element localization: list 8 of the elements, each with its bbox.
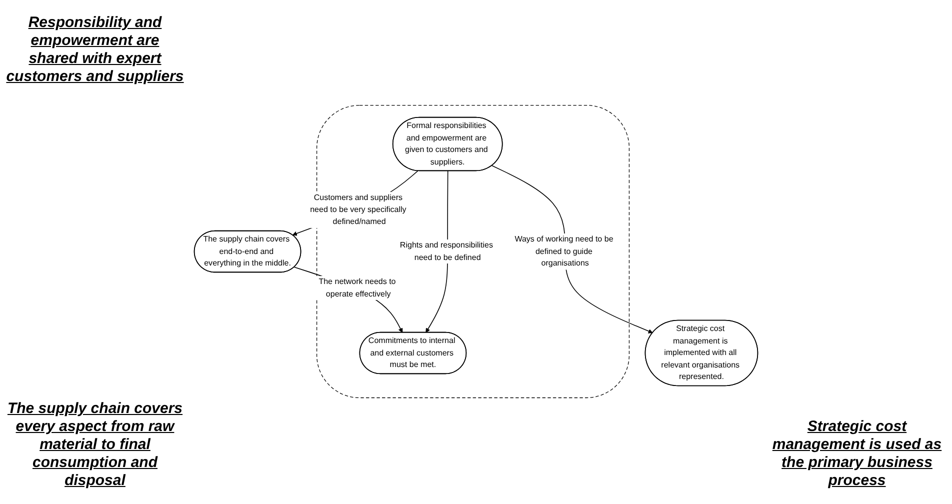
arrow — [492, 166, 653, 334]
annotation-note: Responsibility and empowerment are shared with expert customers and suppliers — [6, 14, 184, 86]
edge-label: Ways of working need to be defined to guide organisations — [514, 235, 614, 268]
annotation-note: Strategic cost management is used as the primary business process — [771, 418, 943, 490]
edge-label: Rights and responsibilities need to be defined — [400, 241, 494, 262]
edge-label: Customers and suppliers need to be very specifically defined/named — [310, 193, 406, 227]
edge-label: The network needs to operate effectively — [318, 278, 396, 299]
annotation-note: The supply chain covers every aspect from raw material to final consumption and disposal — [6, 400, 184, 490]
